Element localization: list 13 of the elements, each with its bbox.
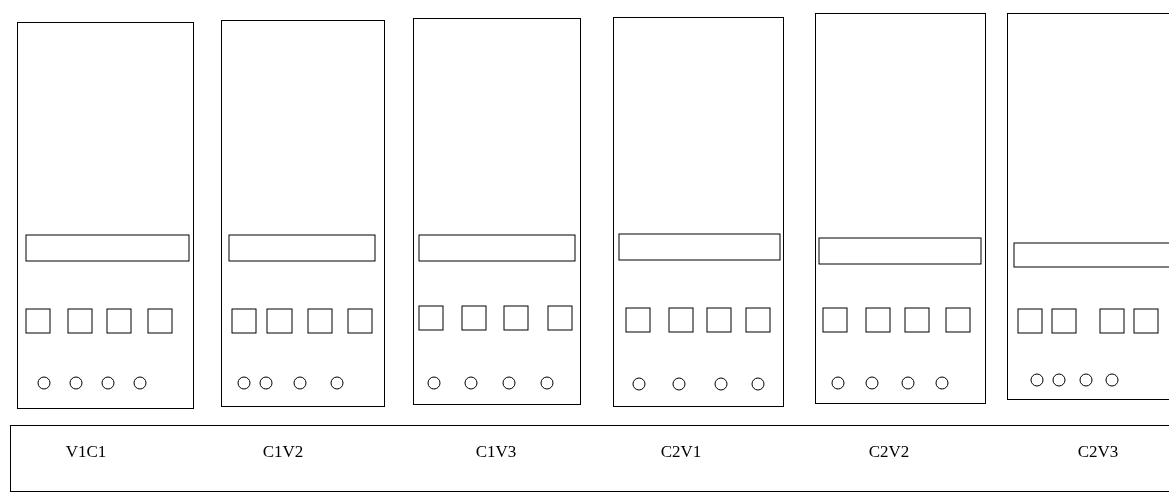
cabinet-panel [413, 18, 581, 405]
panel-label: C2V3 [1077, 442, 1119, 462]
panel-label: C2V2 [868, 442, 910, 462]
panel-label: C1V2 [262, 442, 304, 462]
cabinet-panel [613, 17, 784, 407]
cabinet-panel [221, 20, 385, 407]
cabinet-panel [815, 13, 986, 404]
cabinet-panel [17, 22, 194, 409]
panel-label: C2V1 [660, 442, 702, 462]
panel-label: V1C1 [65, 442, 107, 462]
panel-label: C1V3 [475, 442, 517, 462]
cabinet-panel [1007, 13, 1169, 400]
label-band [10, 425, 1169, 492]
